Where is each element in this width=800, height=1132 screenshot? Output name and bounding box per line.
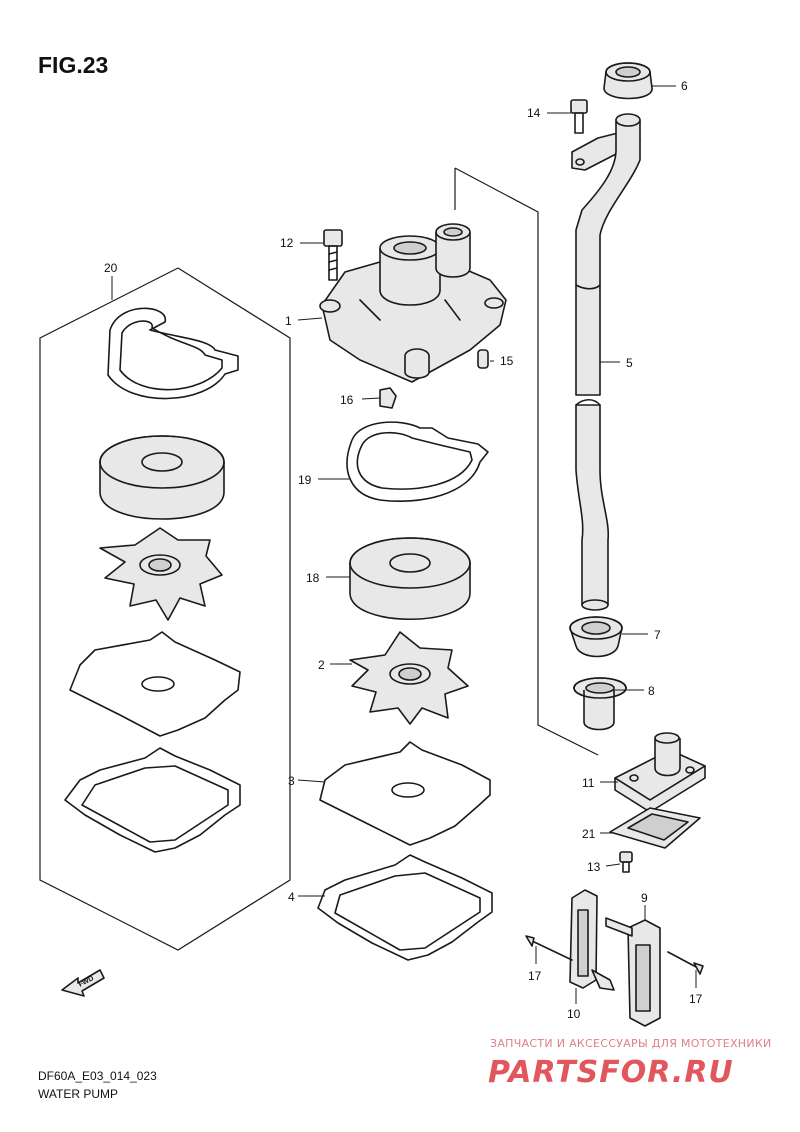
screw-17-right (667, 951, 704, 975)
callout-6: 6 (681, 79, 688, 93)
watermark-tagline: ЗАПЧАСТИ И АКСЕССУАРЫ ДЛЯ МОТОТЕХНИКИ (490, 1037, 772, 1050)
watermark-logo: PARTSFOR.RU (488, 1055, 734, 1090)
assembly-frame (454, 167, 599, 756)
kit-gasket (64, 747, 241, 853)
bracket-9 (605, 917, 661, 1027)
callout-5: 5 (626, 356, 633, 370)
kit-gasket-ring (107, 307, 239, 400)
water-strainer-11 (614, 732, 706, 813)
callout-12: 12 (280, 236, 294, 250)
callout-7: 7 (654, 628, 661, 642)
callout-14: 14 (527, 106, 541, 120)
key-16 (379, 387, 397, 409)
callout-4: 4 (288, 890, 295, 904)
grommet-6 (603, 62, 653, 100)
leader-lines (297, 85, 697, 1004)
pump-case-1 (319, 223, 507, 383)
wear-plate-3 (319, 741, 491, 846)
screen-21 (609, 807, 701, 849)
callout-9: 9 (641, 891, 648, 905)
callout-17-left: 17 (528, 969, 542, 983)
callout-18: 18 (306, 571, 320, 585)
gasket-4 (317, 854, 493, 961)
figure-code: DF60A_E03_014_023 (38, 1069, 157, 1083)
callout-17-right: 17 (689, 992, 703, 1006)
grommet-7 (569, 616, 623, 658)
figure-title: FIG.23 (38, 52, 108, 78)
callout-20: 20 (104, 261, 118, 275)
callout-16: 16 (340, 393, 354, 407)
callout-15: 15 (500, 354, 514, 368)
gasket-ring-19 (346, 421, 489, 503)
callout-2: 2 (318, 658, 325, 672)
screw-17-left (525, 935, 573, 961)
callout-10: 10 (567, 1007, 581, 1021)
callout-11: 11 (582, 776, 595, 790)
impeller-case-18 (349, 537, 471, 621)
bracket-10 (569, 889, 615, 991)
bolt-12 (323, 229, 343, 281)
kit-frame (39, 267, 291, 951)
screw-13 (619, 851, 633, 873)
pin-15 (477, 349, 489, 369)
kit-impeller-case (99, 435, 225, 520)
kit-impeller (99, 527, 223, 621)
water-hose-5 (571, 113, 641, 611)
sleeve-8 (573, 677, 627, 731)
bolt-14 (570, 99, 588, 134)
impeller-2 (349, 631, 469, 725)
callout-13: 13 (587, 860, 601, 874)
fwd-arrow-icon: FWD (61, 969, 105, 997)
callout-8: 8 (648, 684, 655, 698)
callout-21: 21 (582, 827, 596, 841)
callout-3: 3 (288, 774, 295, 788)
figure-name: WATER PUMP (38, 1087, 118, 1101)
callout-1: 1 (285, 314, 292, 328)
kit-wear-plate (69, 631, 241, 737)
callout-19: 19 (298, 473, 312, 487)
